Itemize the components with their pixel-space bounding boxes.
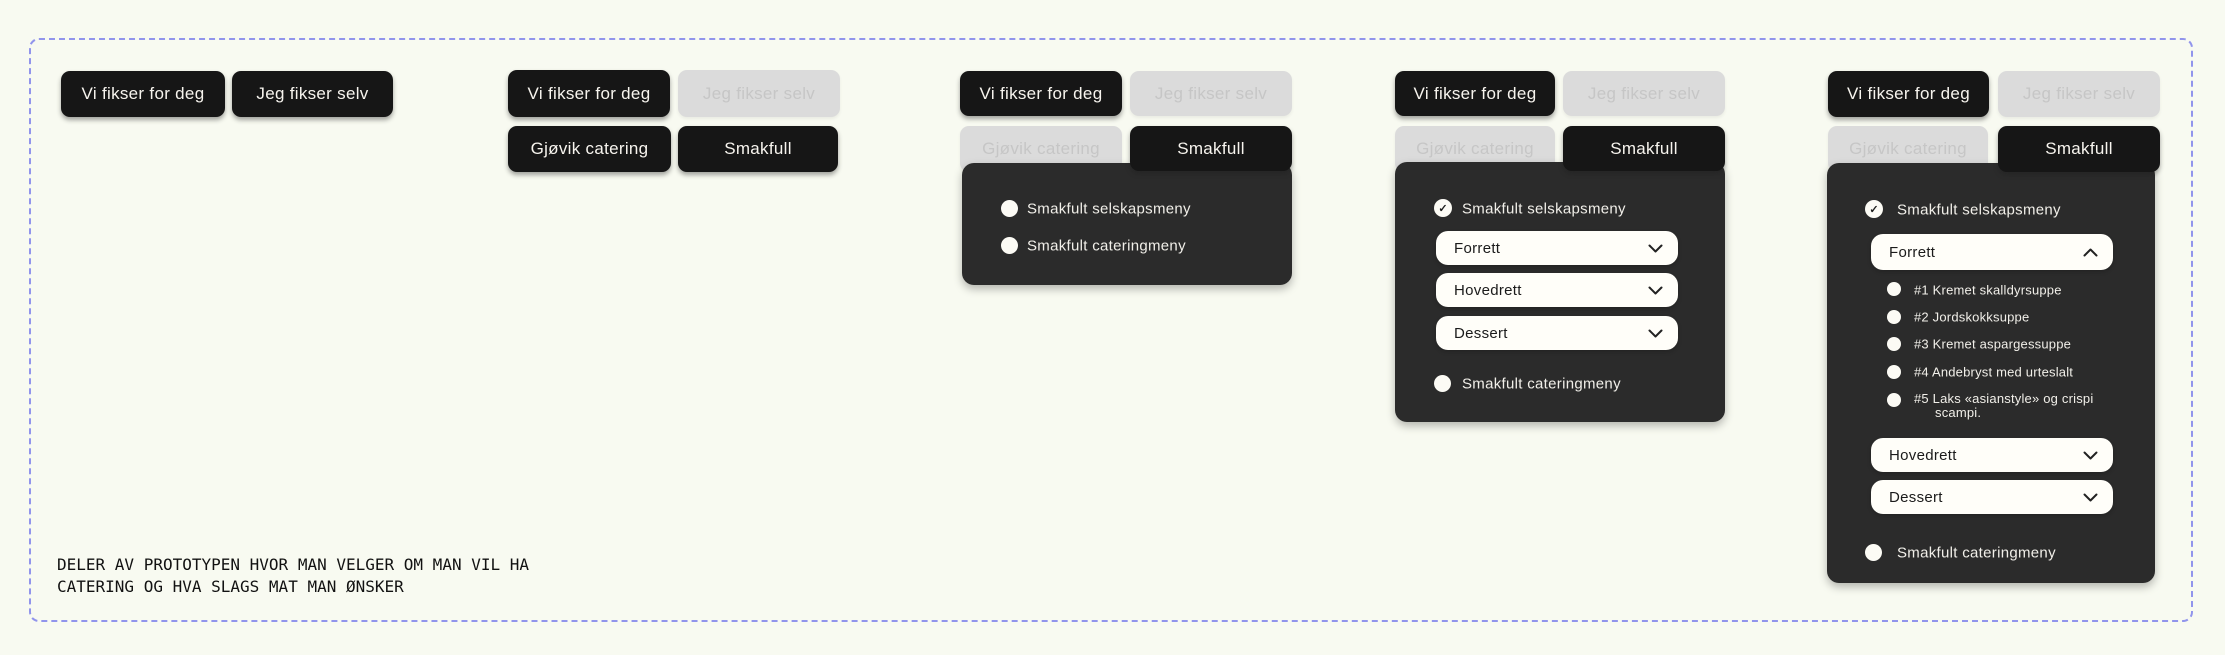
hovedrett-dropdown[interactable]: Hovedrett [1436, 273, 1678, 307]
radio-menu-item-3[interactable] [1887, 337, 1901, 351]
smakfull-button[interactable]: Smakfull [1563, 126, 1725, 171]
menu-choice-panel [962, 163, 1292, 285]
cateringmeny-label: Smakfult cateringmeny [1897, 544, 2056, 562]
prototype-frame-border [29, 38, 2193, 622]
hovedrett-dropdown-label: Hovedrett [1454, 281, 1522, 299]
menu-item-label: #2 Jordskokksuppe [1914, 309, 2030, 325]
jeg-fikser-selv-button[interactable]: Jeg fikser selv [1998, 71, 2160, 117]
radio-selskapsmeny-checked-icon[interactable]: ✓ [1865, 200, 1883, 218]
radio-cateringmeny[interactable] [1001, 237, 1018, 254]
caption-line-2: CATERING OG HVA SLAGS MAT MAN ØNSKER [57, 577, 404, 596]
radio-menu-item-5[interactable] [1887, 393, 1901, 407]
forrett-dropdown[interactable]: Forrett [1436, 231, 1678, 265]
dessert-dropdown[interactable]: Dessert [1436, 316, 1678, 350]
radio-cateringmeny[interactable] [1865, 544, 1882, 561]
vi-fikser-for-deg-button[interactable]: Vi fikser for deg [1395, 71, 1555, 116]
hovedrett-dropdown[interactable]: Hovedrett [1871, 438, 2113, 472]
jeg-fikser-selv-button[interactable]: Jeg fikser selv [678, 70, 840, 117]
vi-fikser-for-deg-button[interactable]: Vi fikser for deg [508, 70, 670, 117]
menu-item-label: #3 Kremet aspargessuppe [1914, 336, 2072, 352]
jeg-fikser-selv-button[interactable]: Jeg fikser selv [232, 71, 393, 117]
chevron-down-icon [1648, 329, 1663, 338]
caption-line-1: DELER AV PROTOTYPEN HVOR MAN VELGER OM M… [57, 555, 530, 574]
cateringmeny-label: Smakfult cateringmeny [1027, 237, 1186, 255]
menu-item-label: #1 Kremet skalldyrsuppe [1914, 282, 2062, 298]
selskapsmeny-label: Smakfult selskapsmeny [1462, 200, 1626, 218]
radio-menu-item-4[interactable] [1887, 365, 1901, 379]
prototype-caption: DELER AV PROTOTYPEN HVOR MAN VELGER OM M… [57, 554, 529, 598]
chevron-down-icon [1648, 244, 1663, 253]
dessert-dropdown[interactable]: Dessert [1871, 480, 2113, 514]
radio-selskapsmeny-checked-icon[interactable]: ✓ [1434, 199, 1452, 217]
cateringmeny-label: Smakfult cateringmeny [1462, 375, 1621, 393]
forrett-dropdown-expanded[interactable]: Forrett [1871, 234, 2113, 270]
selskapsmeny-label: Smakfult selskapsmeny [1897, 201, 2061, 219]
smakfull-button[interactable]: Smakfull [1998, 126, 2160, 172]
gjovik-catering-button[interactable]: Gjøvik catering [508, 126, 671, 172]
jeg-fikser-selv-button[interactable]: Jeg fikser selv [1130, 71, 1292, 116]
radio-selskapsmeny[interactable] [1001, 200, 1018, 217]
chevron-down-icon [1648, 286, 1663, 295]
dessert-dropdown-label: Dessert [1889, 488, 1943, 506]
vi-fikser-for-deg-button[interactable]: Vi fikser for deg [960, 71, 1122, 116]
vi-fikser-for-deg-button[interactable]: Vi fikser for deg [1828, 71, 1989, 117]
radio-menu-item-2[interactable] [1887, 310, 1901, 324]
hovedrett-dropdown-label: Hovedrett [1889, 446, 1957, 464]
menu-item-label: #5 Laks «asianstyle» og crispi scampi. [1914, 391, 2094, 420]
smakfull-button[interactable]: Smakfull [678, 126, 838, 172]
chevron-down-icon [2083, 493, 2098, 502]
selskapsmeny-label: Smakfult selskapsmeny [1027, 200, 1191, 218]
forrett-dropdown-label: Forrett [1889, 243, 1936, 261]
jeg-fikser-selv-button[interactable]: Jeg fikser selv [1563, 71, 1725, 116]
dessert-dropdown-label: Dessert [1454, 324, 1508, 342]
chevron-up-icon [2083, 248, 2098, 257]
forrett-dropdown-label: Forrett [1454, 239, 1501, 257]
chevron-down-icon [2083, 451, 2098, 460]
smakfull-button[interactable]: Smakfull [1130, 126, 1292, 171]
menu-item-label: #4 Andebryst med urteslalt [1914, 364, 2074, 380]
radio-menu-item-1[interactable] [1887, 282, 1901, 296]
vi-fikser-for-deg-button[interactable]: Vi fikser for deg [61, 71, 225, 117]
radio-cateringmeny[interactable] [1434, 375, 1451, 392]
